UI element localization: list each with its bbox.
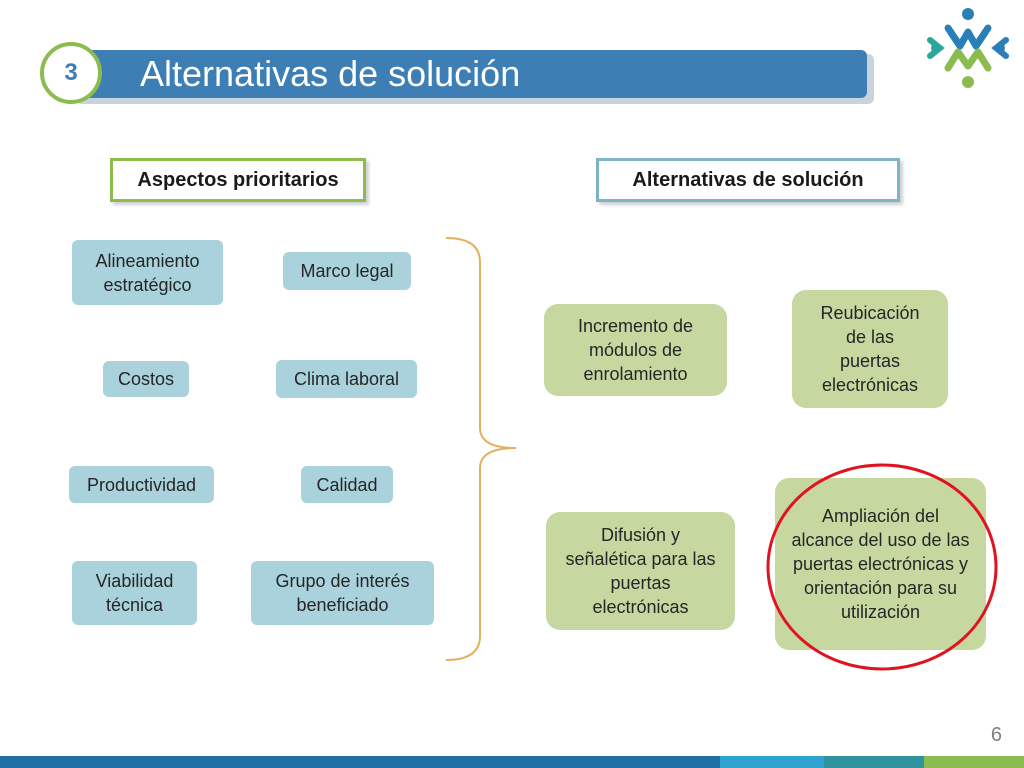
aspect-technical-viability: Viabilidad técnica xyxy=(72,561,197,625)
footer-stripe xyxy=(0,756,1024,768)
aspect-beneficiary-group: Grupo de interés beneficiado xyxy=(251,561,434,625)
alternative-enrollment-modules: Incremento de módulos de enrolamiento xyxy=(544,304,727,396)
aspect-legal-framework: Marco legal xyxy=(283,252,411,290)
curly-bracket xyxy=(445,237,517,661)
aspect-costs: Costos xyxy=(103,361,189,397)
aspect-strategic-alignment: Alineamiento estratégico xyxy=(72,240,223,305)
alternative-relocate-gates: Reubicación de las puertas electrónicas xyxy=(792,290,948,408)
alternative-extend-gate-usage: Ampliación del alcance del uso de las pu… xyxy=(775,478,986,650)
aspect-quality: Calidad xyxy=(301,466,393,503)
section-number-badge: 3 xyxy=(40,42,102,104)
highlight-circle xyxy=(766,463,998,671)
page-number: 6 xyxy=(990,724,1002,746)
alternative-signage-gates: Difusión y señalética para las puertas e… xyxy=(546,512,735,630)
people-network-logo-icon xyxy=(927,8,1009,88)
slide-title: Alternativas de solución xyxy=(70,50,867,98)
aspect-work-climate: Clima laboral xyxy=(276,360,417,398)
header-priority-aspects: Aspectos prioritarios xyxy=(110,158,366,202)
aspect-productivity: Productividad xyxy=(69,466,214,503)
header-solution-alternatives: Alternativas de solución xyxy=(596,158,900,202)
